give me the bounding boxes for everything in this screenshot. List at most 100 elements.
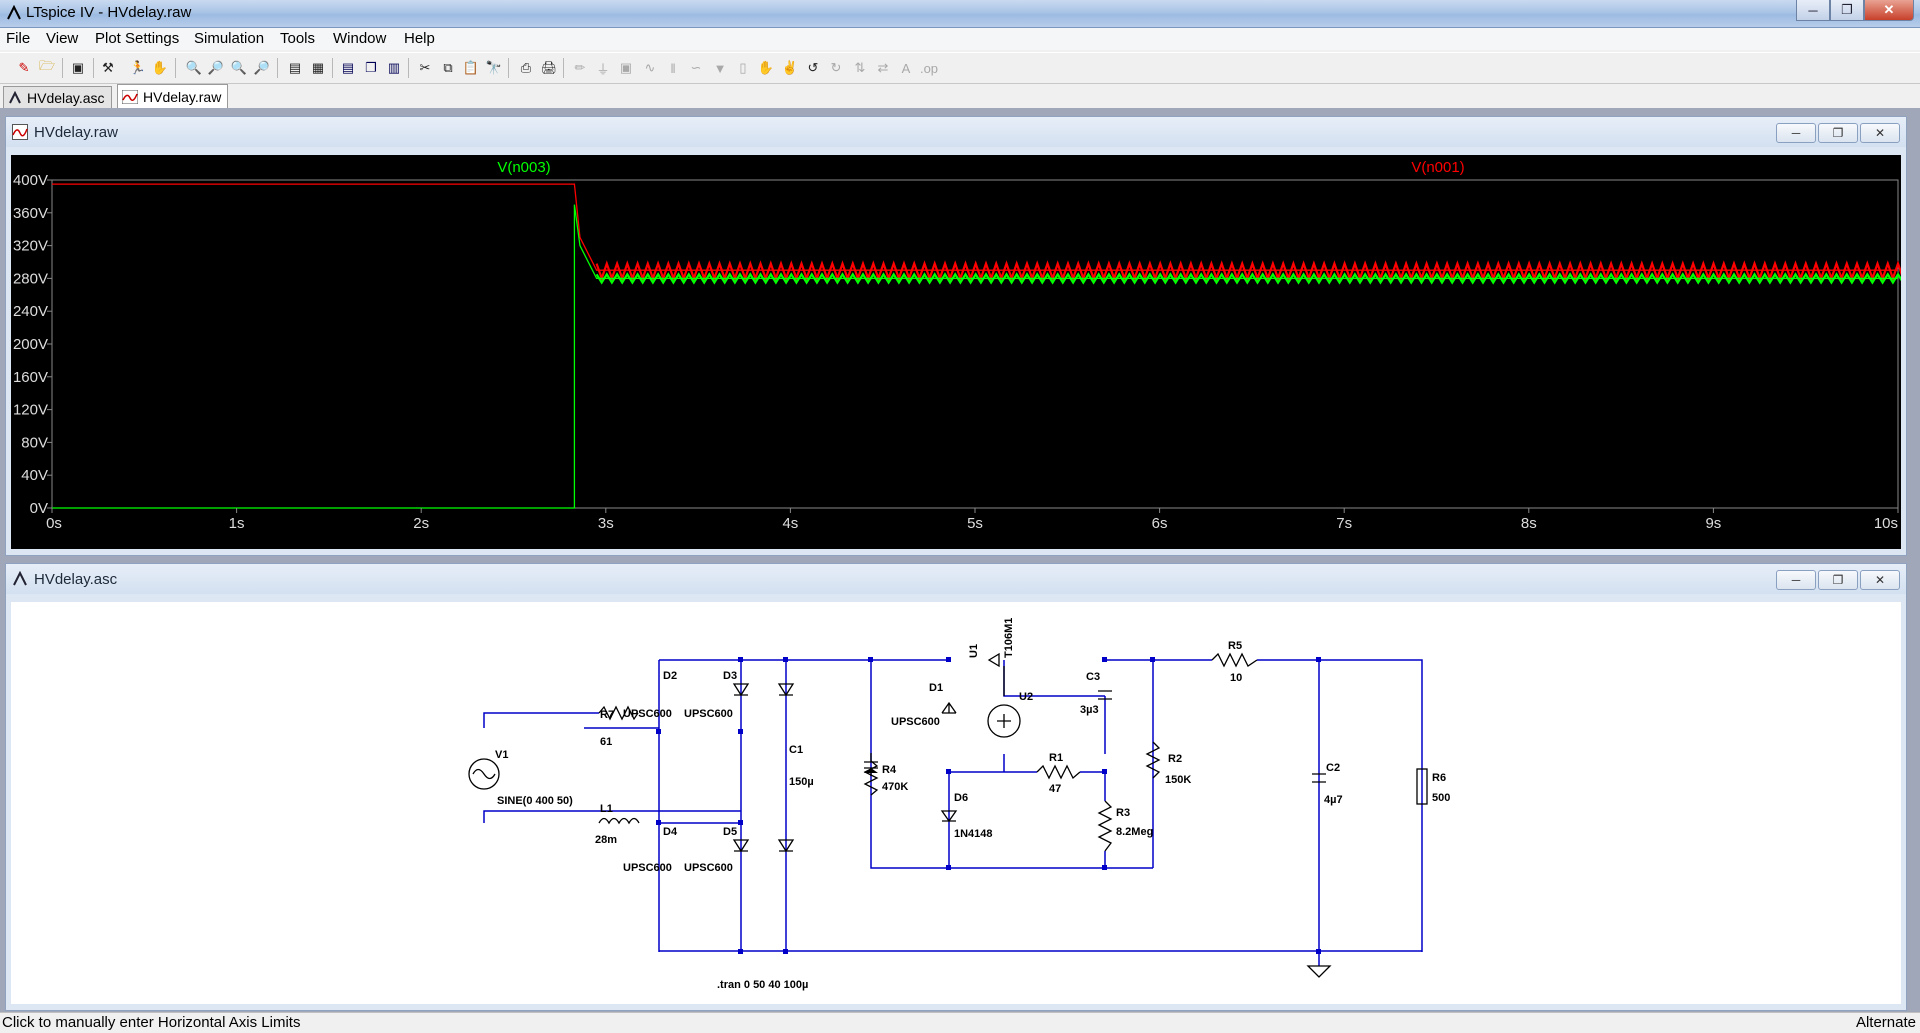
waveform-minimize-button[interactable]: ─: [1776, 123, 1816, 143]
x-tick-label[interactable]: 4s: [782, 515, 798, 532]
window-title: LTspice IV - HVdelay.raw: [26, 4, 192, 21]
move-icon[interactable]: ✋: [757, 60, 775, 75]
zoom-fit-icon[interactable]: 🔎: [253, 60, 271, 75]
component-icon[interactable]: ▯: [739, 60, 747, 75]
resistor-icon[interactable]: ∿: [644, 60, 656, 75]
new-schematic-icon[interactable]: ✎: [18, 60, 30, 75]
y-tick-label[interactable]: 320V: [13, 238, 48, 255]
inductor-icon[interactable]: ∽: [690, 60, 702, 75]
tab-hvdelay-raw[interactable]: HVdelay.raw: [117, 84, 229, 108]
x-tick-label[interactable]: 0s: [46, 515, 62, 532]
x-tick-label[interactable]: 8s: [1521, 515, 1537, 532]
x-tick-label[interactable]: 2s: [413, 515, 429, 532]
schematic-window-titlebar: HVdelay.asc ─ ❐ ✕: [6, 564, 1906, 594]
r5-symbol: [1211, 652, 1258, 668]
schematic-canvas[interactable]: D2 D3 UPSC600 UPSC600 R7 61 V1 SINE(0 40…: [11, 602, 1901, 1004]
tile-vertical-icon[interactable]: ▥: [387, 60, 401, 75]
open-folder-icon[interactable]: 🗁: [38, 58, 56, 73]
save-icon[interactable]: ▣: [71, 60, 85, 75]
y-tick-label[interactable]: 160V: [13, 369, 48, 386]
drag-icon[interactable]: ✌: [781, 60, 799, 75]
y-tick-label[interactable]: 240V: [13, 303, 48, 320]
label-r7-value: 61: [600, 736, 612, 748]
label-d4-model: UPSC600: [623, 862, 672, 874]
tile-horizontal-icon[interactable]: ▤: [341, 60, 355, 75]
close-button[interactable]: ✕: [1864, 0, 1914, 21]
x-tick-label[interactable]: 9s: [1705, 515, 1721, 532]
tab-hvdelay-asc[interactable]: HVdelay.asc: [3, 86, 112, 108]
schematic-minimize-button[interactable]: ─: [1776, 570, 1816, 590]
menu-tools[interactable]: Tools: [280, 30, 316, 47]
find-icon[interactable]: 🔭: [485, 60, 503, 75]
y-tick-label[interactable]: 120V: [13, 402, 48, 419]
zoom-out-icon[interactable]: 🔍: [230, 60, 248, 75]
y-tick-label[interactable]: 0V: [30, 500, 48, 517]
menu-plot-settings[interactable]: Plot Settings: [95, 30, 180, 47]
x-tick-label[interactable]: 1s: [229, 515, 245, 532]
cascade-icon[interactable]: ❐: [365, 60, 377, 75]
menu-view[interactable]: View: [46, 30, 79, 47]
cut-icon[interactable]: ✂: [419, 60, 431, 75]
x-tick-label[interactable]: 6s: [1152, 515, 1168, 532]
trace-label-vn001[interactable]: V(n001): [1411, 159, 1464, 176]
zoom-in-icon[interactable]: 🔍: [185, 60, 203, 75]
label-net-icon[interactable]: ▣: [619, 60, 633, 75]
schematic-drawing[interactable]: D2 D3 UPSC600 UPSC600 R7 61 V1 SINE(0 40…: [11, 602, 1901, 1004]
x-tick-label[interactable]: 7s: [1336, 515, 1352, 532]
v1-source-symbol: [468, 758, 500, 790]
schematic-close-button[interactable]: ✕: [1860, 570, 1900, 590]
y-tick-label[interactable]: 360V: [13, 205, 48, 222]
label-v1: V1: [495, 749, 508, 761]
plot-frame: [51, 179, 1899, 509]
minimize-button[interactable]: ─: [1796, 0, 1830, 21]
menu-simulation[interactable]: Simulation: [194, 30, 265, 47]
toolbar: ✎ 🗁 ▣ ⚒ 🏃 ✋ 🔍 🔎 🔍 🔎 ▤ ▦ ▤ ❐ ▥ ✂ ⧉ 📋 🔭 ⎙ …: [0, 52, 1920, 84]
copy-icon[interactable]: ⧉: [443, 60, 453, 75]
y-tick-label[interactable]: 40V: [21, 467, 48, 484]
trace-ripple-vn001: [595, 260, 1905, 282]
autorange-icon[interactable]: ▤: [288, 60, 302, 75]
waveform-restore-button[interactable]: ❐: [1818, 123, 1858, 143]
redo-icon[interactable]: ↻: [830, 60, 842, 75]
trace-label-vn003[interactable]: V(n003): [497, 159, 550, 176]
y-tick-label[interactable]: 200V: [13, 336, 48, 353]
y-tick-label[interactable]: 80V: [21, 434, 48, 451]
print-setup-icon[interactable]: ⎙: [520, 60, 532, 75]
spice-directive-icon[interactable]: .op: [919, 60, 939, 76]
trace-vn003[interactable]: [52, 204, 1898, 509]
label-c2: C2: [1326, 762, 1340, 774]
text-icon[interactable]: A: [901, 60, 911, 76]
plot-pane[interactable]: 400V 360V 320V 280V 240V 200V 160V 120V 80V 40V 0V…: [11, 155, 1905, 549]
capacitor-icon[interactable]: ‖: [670, 60, 676, 76]
grid-icon[interactable]: ▦: [311, 60, 325, 75]
x-tick-label[interactable]: 3s: [598, 515, 614, 532]
title-bar: LTspice IV - HVdelay.raw ─ ❐ ✕: [0, 0, 1920, 28]
draw-wire-icon[interactable]: ✏: [574, 60, 586, 75]
halt-icon[interactable]: ✋: [151, 60, 169, 75]
maximize-button[interactable]: ❐: [1830, 0, 1864, 21]
rotate-icon[interactable]: ⇅: [854, 60, 866, 75]
run-icon[interactable]: 🏃: [129, 60, 147, 75]
mirror-icon[interactable]: ⇄: [877, 60, 889, 75]
schematic-restore-button[interactable]: ❐: [1818, 570, 1858, 590]
paste-icon[interactable]: 📋: [462, 60, 480, 75]
label-c1: C1: [789, 744, 803, 756]
print-icon[interactable]: 🖨: [540, 60, 558, 75]
y-tick-label[interactable]: 400V: [13, 172, 48, 189]
control-panel-icon[interactable]: ⚒: [102, 60, 114, 75]
undo-icon[interactable]: ↺: [807, 60, 819, 75]
waveform-close-button[interactable]: ✕: [1860, 123, 1900, 143]
menu-help[interactable]: Help: [404, 30, 435, 47]
y-tick-label[interactable]: 280V: [13, 270, 48, 287]
x-tick-label[interactable]: 10s: [1874, 515, 1898, 532]
menu-file[interactable]: File: [6, 30, 31, 47]
x-tick-label[interactable]: 5s: [967, 515, 983, 532]
spice-directive-tran[interactable]: .tran 0 50 40 100µ: [717, 979, 808, 991]
waveform-plot[interactable]: 400V 360V 320V 280V 240V 200V 160V 120V 80V 40V 0V…: [11, 155, 1905, 549]
diode-icon[interactable]: ▼: [713, 60, 727, 76]
trace-vn001[interactable]: [52, 183, 1898, 271]
menu-window[interactable]: Window: [333, 30, 387, 47]
ground-icon[interactable]: ⏚: [596, 61, 610, 77]
label-d6-model: 1N4148: [954, 828, 993, 840]
pan-icon[interactable]: 🔎: [207, 60, 225, 75]
